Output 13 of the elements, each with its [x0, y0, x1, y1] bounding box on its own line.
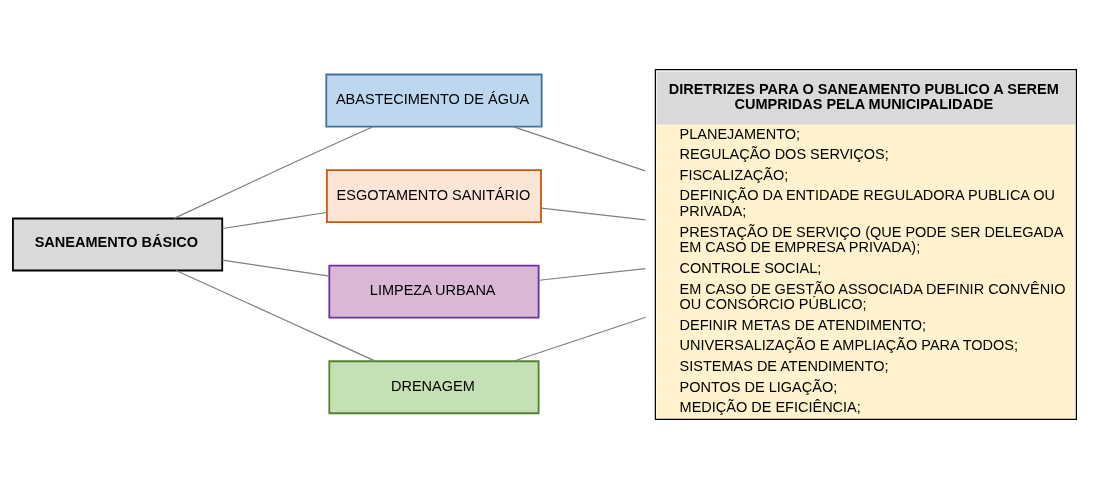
node-box: DRENAGEM [328, 360, 540, 415]
node-box: ABASTECIMENTO DE ÁGUA [325, 73, 543, 128]
node-box: LIMPEZA URBANA [328, 264, 540, 319]
connector [173, 126, 374, 219]
node-box: ESGOTAMENTO SANITÁRIO [326, 169, 542, 224]
connector [175, 269, 376, 362]
connector [221, 211, 328, 230]
node-box: SANEAMENTO BÁSICO [12, 217, 224, 272]
connector [538, 268, 646, 281]
connector [512, 316, 647, 362]
connector [540, 207, 647, 221]
connector [221, 259, 330, 277]
connector [512, 126, 646, 172]
